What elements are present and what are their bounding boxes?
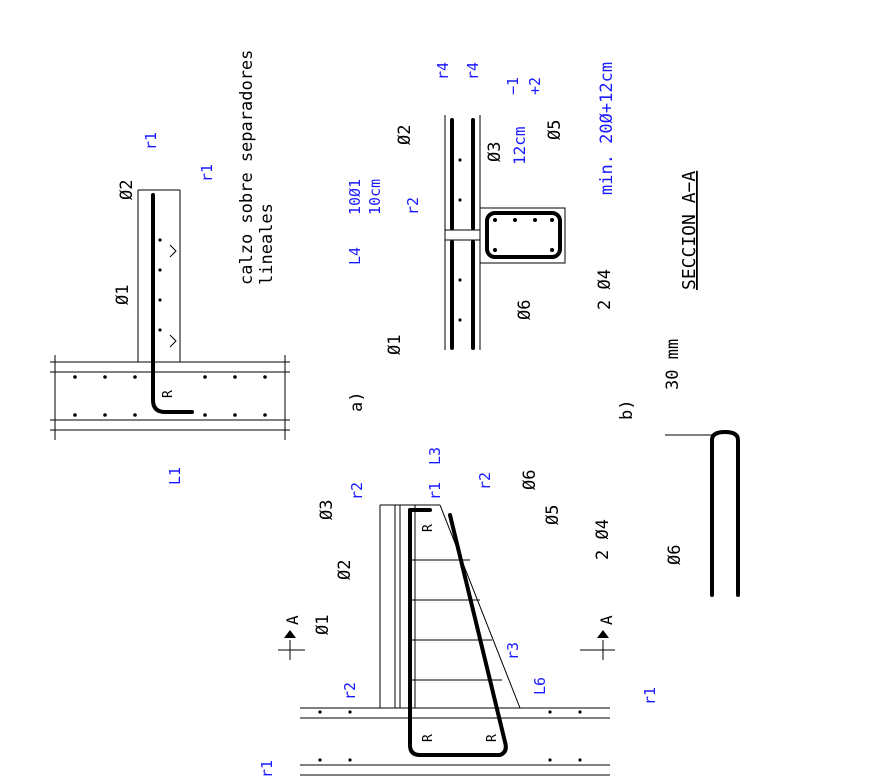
L6-label: L6 [531, 677, 549, 695]
r4-left-label: r4 [434, 62, 452, 80]
L3-label: L3 [426, 447, 444, 465]
r3-label: r3 [504, 642, 522, 660]
phi3-main-label: Ø3 [317, 500, 337, 520]
plus2-label: +2 [526, 77, 544, 95]
r2-main-label: r2 [348, 482, 366, 500]
r1-main-label: r1 [258, 760, 276, 778]
phi6-main-label: Ø6 [520, 470, 540, 490]
r2-b-label: r2 [404, 197, 422, 215]
phi1-b-label: Ø1 [385, 335, 405, 355]
phi2-b-label: Ø2 [395, 125, 415, 145]
phi2-a-label: Ø2 [117, 180, 137, 200]
r1-main2-label: r1 [426, 482, 444, 500]
seccion-label: SECCION A−A [679, 171, 700, 290]
phi5-b-label: Ø5 [545, 120, 565, 140]
section-A-left-label: A [283, 615, 302, 625]
phi1-a-label: Ø1 [113, 285, 133, 305]
L4-label: L4 [346, 247, 364, 265]
r4-right-label: r4 [464, 62, 482, 80]
cm12-label: 12cm [510, 126, 529, 165]
L1-label: L1 [166, 467, 184, 485]
label-b: b) [617, 400, 637, 420]
hook-detail [665, 430, 740, 597]
min-label: min. 20Ø+12cm [597, 62, 617, 195]
L4-bot-label: 10cm [366, 179, 384, 215]
phi6-hook-label: Ø6 [665, 545, 685, 565]
r1-right-label: r1 [641, 687, 659, 705]
minus1-label: −1 [504, 77, 522, 95]
R-main-right-label: R [485, 734, 500, 742]
R-main-top-label: R [421, 524, 436, 532]
R-main-left-label: R [421, 734, 436, 742]
two-phi4-main-label: 2 Ø4 [593, 519, 613, 560]
lineales-label: lineales [257, 203, 277, 285]
phi5-main-label: Ø5 [543, 505, 563, 525]
detail-a-wall [137, 189, 194, 414]
R-a-label: R [161, 390, 176, 398]
phi6-b-label: Ø6 [515, 300, 535, 320]
section-A-right-label: A [597, 615, 616, 625]
calzo-label: calzo sobre separadores [237, 50, 257, 285]
phi2-main-label: Ø2 [335, 560, 355, 580]
section-marker-right [580, 630, 615, 660]
main-elevation [300, 504, 610, 776]
mm30-label: 30 mm [663, 339, 683, 390]
detail-b-section [444, 115, 566, 350]
r1-a-label: r1 [142, 132, 160, 150]
two-phi4-b-label: 2 Ø4 [595, 269, 615, 310]
r1-a2-label: r1 [198, 164, 216, 182]
r2-main2-label: r2 [341, 682, 359, 700]
detail-a-slab [50, 355, 290, 440]
L4-top-label: 10Ø1 [346, 179, 364, 215]
section-marker-left [278, 630, 305, 660]
label-a: a) [347, 392, 367, 412]
phi3-b-label: Ø3 [485, 142, 505, 162]
r2-main3-label: r2 [476, 472, 494, 490]
phi1-main-label: Ø1 [313, 615, 333, 635]
